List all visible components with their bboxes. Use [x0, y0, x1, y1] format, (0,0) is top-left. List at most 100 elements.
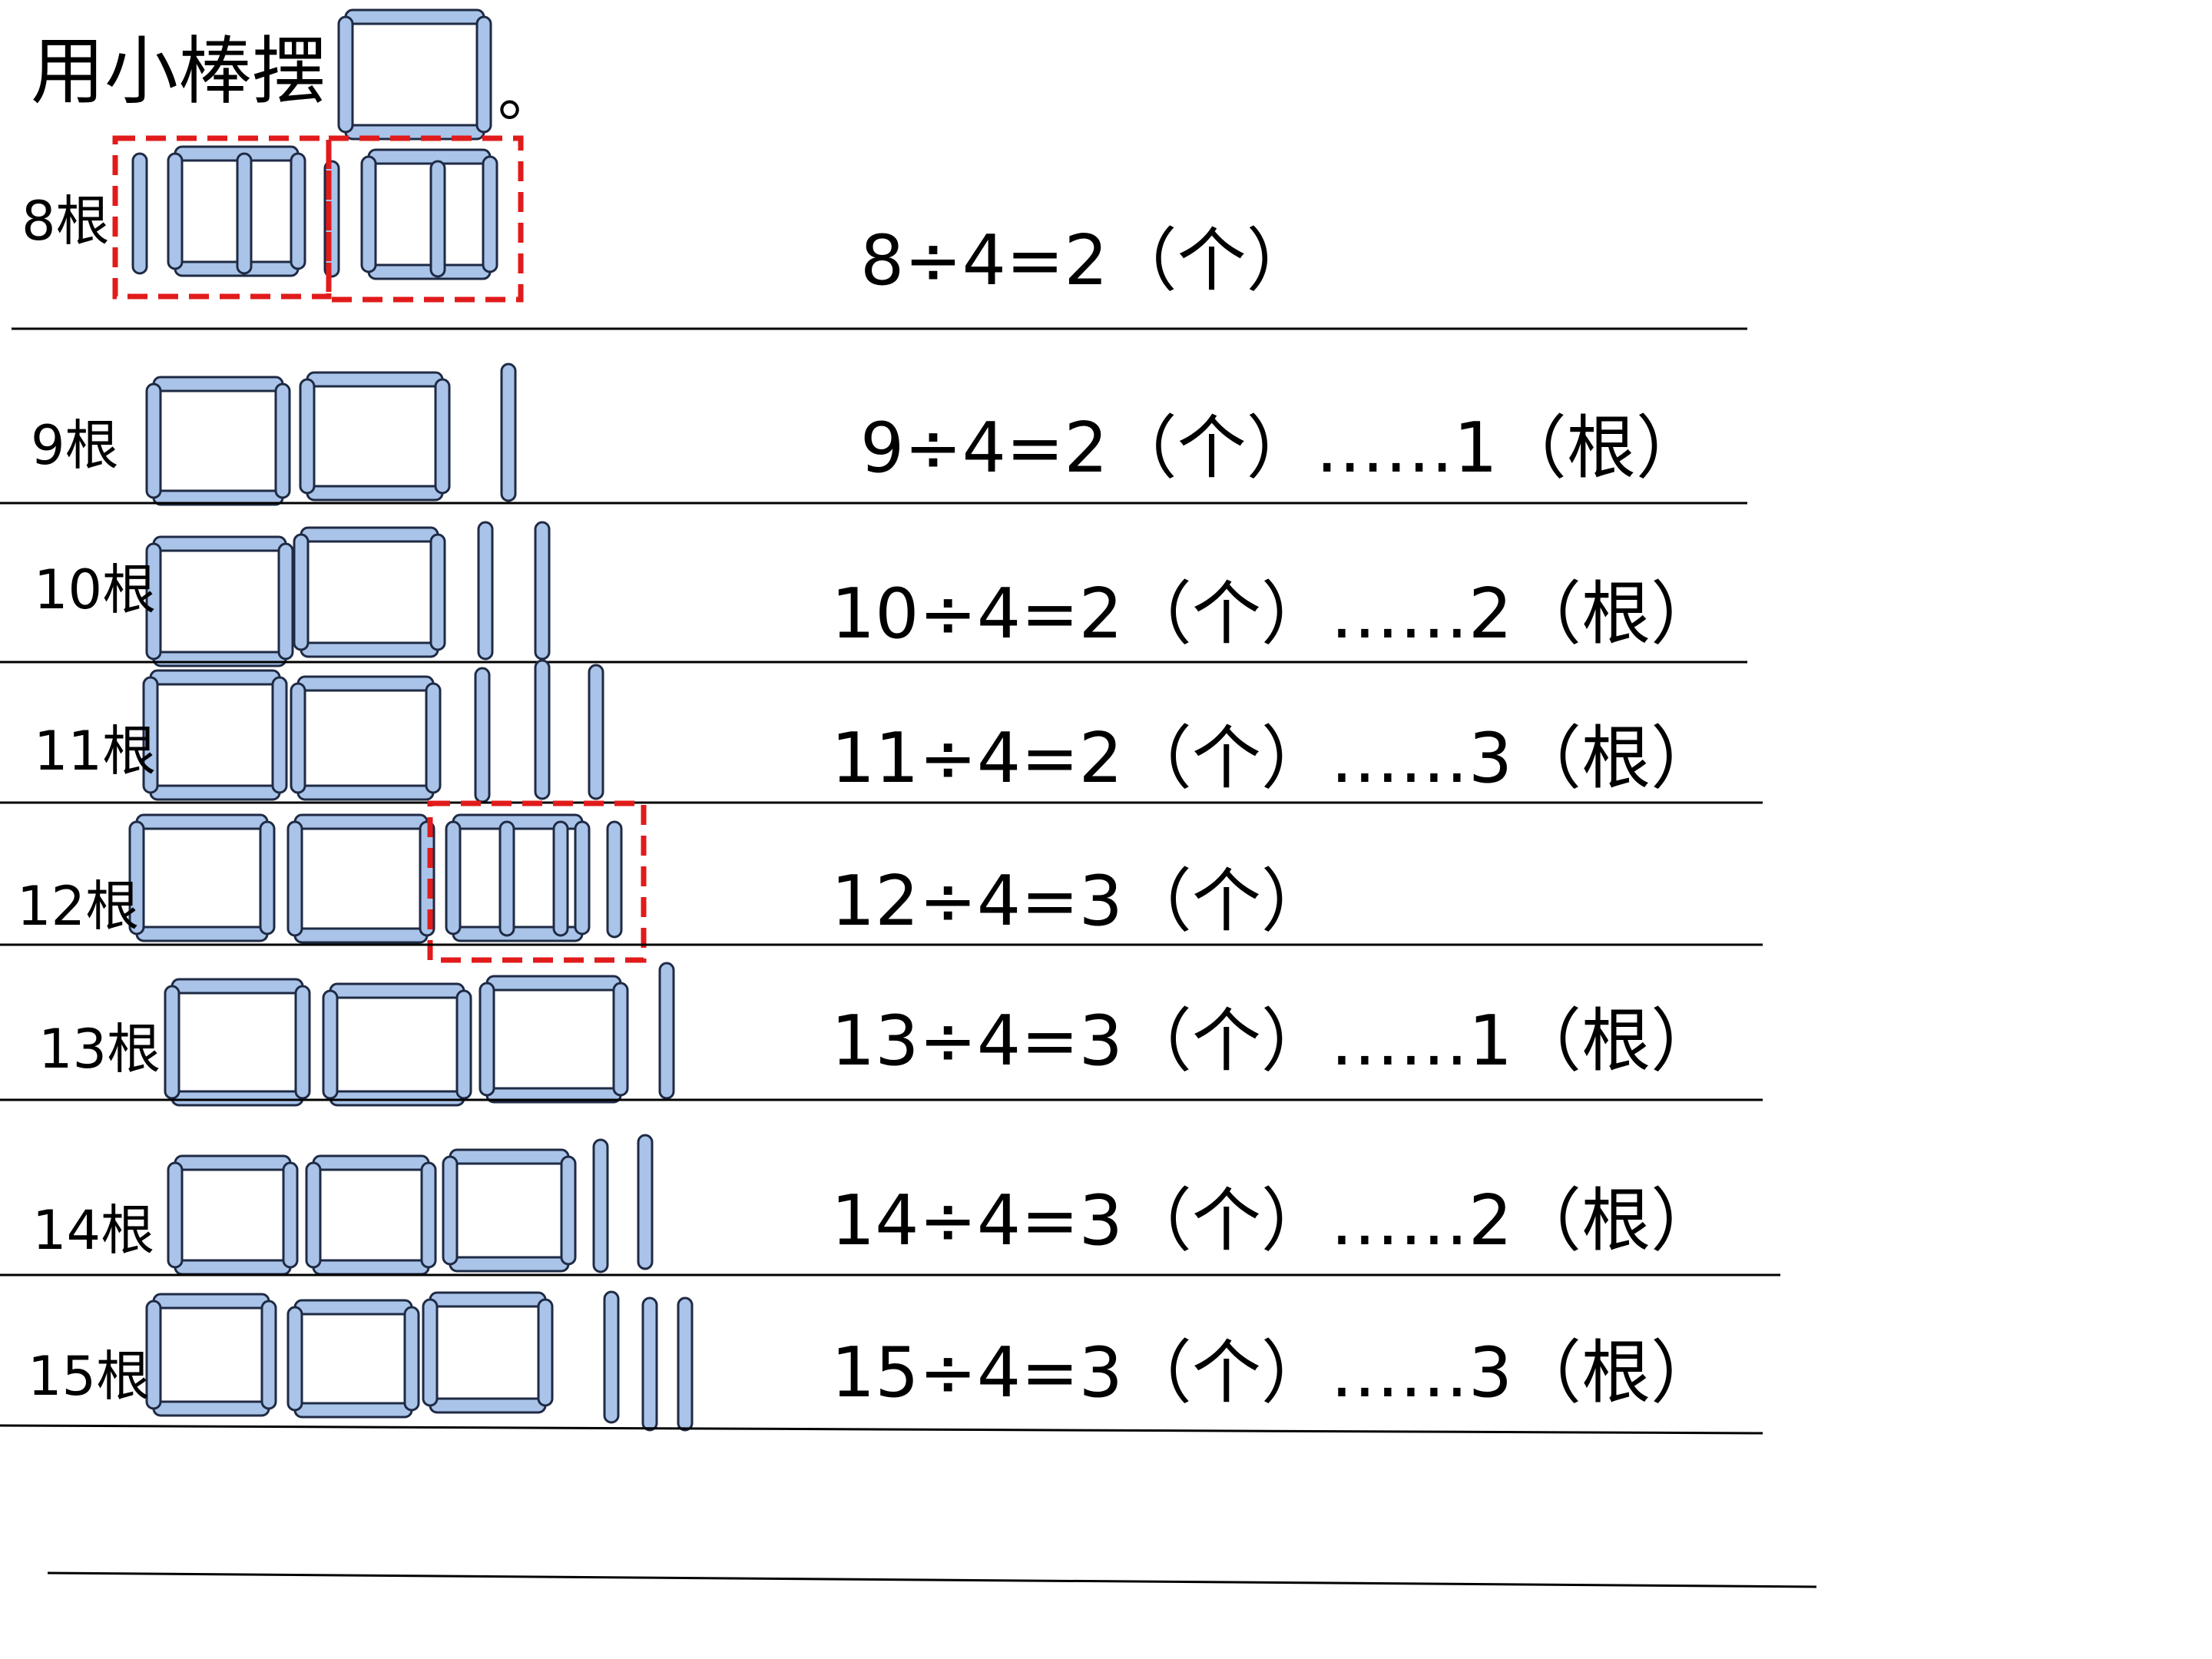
stick — [152, 1293, 270, 1310]
stick — [293, 1299, 413, 1316]
stick — [485, 975, 622, 992]
stick — [337, 15, 354, 134]
stick — [135, 813, 269, 830]
stick — [286, 820, 303, 937]
row-count-label: 14根 — [32, 1199, 155, 1262]
stick — [422, 1298, 439, 1407]
row-count-label: 8根 — [22, 190, 110, 253]
row-count-label: 13根 — [38, 1018, 161, 1081]
stick — [290, 152, 306, 270]
stick — [534, 659, 551, 800]
stick — [167, 1161, 184, 1269]
stick — [274, 382, 291, 499]
stick — [637, 1134, 654, 1270]
stick — [442, 1155, 459, 1266]
stick — [293, 1402, 413, 1419]
stick — [293, 927, 429, 944]
stick — [286, 1306, 303, 1412]
stick — [429, 160, 446, 278]
stick — [449, 1256, 570, 1273]
stick — [174, 1154, 292, 1171]
stick — [552, 820, 569, 937]
stick — [152, 1400, 270, 1417]
stick — [434, 378, 451, 495]
stick — [500, 363, 517, 502]
stick — [128, 820, 145, 935]
row-divider — [47, 1571, 1817, 1588]
row-equation: 10÷4=2（个）……2（根） — [831, 574, 1720, 654]
stick — [145, 382, 162, 499]
stick — [498, 820, 515, 937]
stick — [290, 682, 306, 794]
stick — [293, 813, 429, 830]
stick — [641, 1296, 658, 1432]
stick — [344, 8, 485, 25]
highlight-box — [427, 800, 647, 963]
stick — [171, 978, 304, 995]
stick — [293, 533, 310, 651]
stick — [455, 989, 472, 1100]
stick — [296, 675, 435, 692]
stick — [425, 682, 442, 794]
stick — [149, 784, 281, 801]
stick — [306, 371, 444, 388]
stick — [145, 1300, 162, 1410]
stick — [367, 263, 492, 280]
stick — [259, 820, 276, 935]
stick — [277, 542, 294, 661]
stick — [294, 985, 311, 1100]
stick — [236, 152, 253, 275]
row-equation: 9÷4=2（个）……1（根） — [860, 408, 1705, 488]
stick — [145, 542, 162, 661]
stick — [142, 676, 159, 794]
stick — [534, 521, 551, 661]
stick — [300, 526, 439, 543]
stick — [367, 148, 492, 165]
stick — [606, 820, 623, 939]
row-equation: 8÷4=2（个） — [860, 220, 1316, 301]
stick — [306, 485, 444, 502]
stick — [164, 985, 180, 1100]
stick — [299, 378, 316, 495]
stick — [612, 982, 629, 1097]
stick — [482, 155, 498, 273]
row-count-label: 10根 — [34, 558, 157, 621]
stick — [282, 1161, 299, 1269]
stick — [149, 669, 281, 686]
stick — [174, 1259, 292, 1276]
page-title: 用小棒摆 — [31, 28, 326, 114]
stick — [420, 1161, 437, 1269]
row-equation: 14÷4=3（个）……2（根） — [831, 1181, 1720, 1261]
row-count-label: 12根 — [17, 875, 140, 938]
row-count-label: 11根 — [34, 720, 157, 783]
stick — [296, 784, 435, 801]
stick — [322, 989, 339, 1100]
row-equation: 11÷4=2（个）……3（根） — [831, 718, 1720, 799]
stick — [537, 1298, 554, 1407]
row-equation: 13÷4=3（个）……1（根） — [831, 1001, 1720, 1081]
stick — [300, 641, 439, 658]
stick — [477, 521, 494, 661]
stick — [329, 1090, 465, 1107]
stick — [429, 533, 446, 651]
stick — [271, 676, 288, 794]
stick — [135, 926, 269, 942]
stick — [474, 667, 491, 803]
stick — [329, 982, 465, 999]
stick — [305, 1161, 322, 1269]
stick — [152, 376, 284, 392]
stick — [588, 664, 604, 800]
stick — [429, 1291, 547, 1308]
stick — [429, 1397, 547, 1414]
row-count-label: 9根 — [31, 414, 119, 477]
stick — [658, 962, 675, 1100]
highlight-box — [326, 135, 524, 303]
stick — [171, 1090, 304, 1107]
stick — [360, 155, 377, 273]
stick — [677, 1296, 694, 1432]
row-equation: 15÷4=3（个）……3（根） — [831, 1333, 1720, 1413]
stick — [260, 1300, 277, 1410]
stick — [312, 1259, 430, 1276]
stick — [560, 1155, 577, 1266]
